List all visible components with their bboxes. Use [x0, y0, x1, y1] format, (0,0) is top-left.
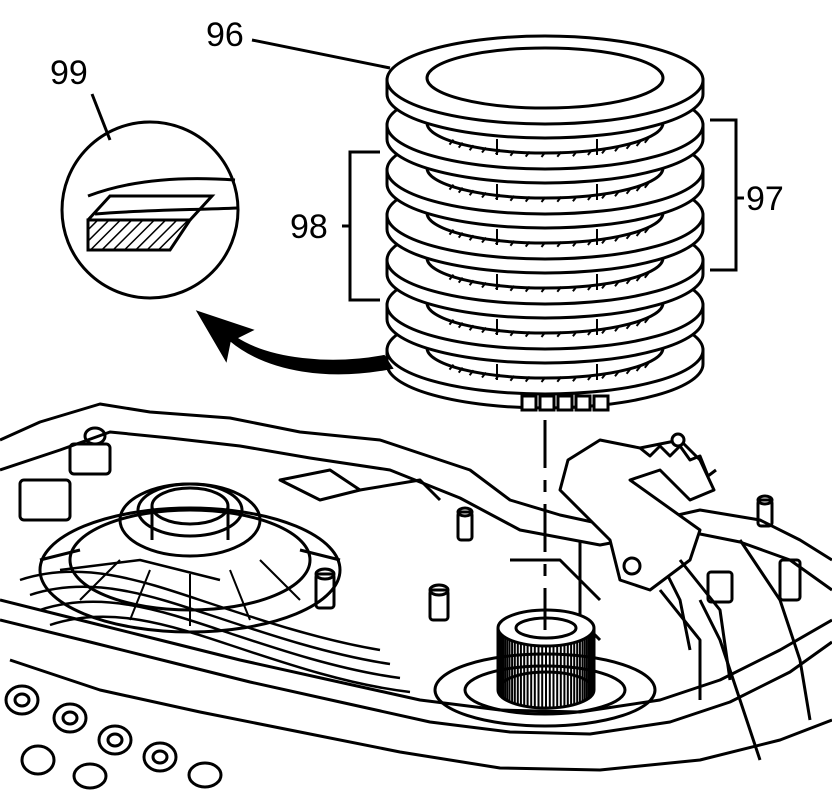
detail-hatched-section	[86, 218, 193, 252]
bearing-housing	[38, 482, 342, 634]
callout-99: 99	[50, 54, 88, 92]
housing-ribs	[79, 559, 301, 626]
clutch-plate-stack	[385, 34, 705, 412]
detail-arrow	[195, 310, 394, 375]
detail-plate-profile	[87, 177, 239, 216]
case-outer-rim	[0, 402, 832, 562]
hub-spline-teeth	[497, 628, 595, 708]
leader-96	[251, 38, 391, 70]
callout-leaders	[90, 38, 744, 302]
callout-97: 97	[746, 180, 784, 218]
bracket-97	[710, 118, 744, 272]
callout-96: 96	[206, 16, 244, 54]
case-bolt-bosses	[4, 684, 223, 790]
clutch-hub	[433, 608, 657, 728]
clutch-plate	[385, 34, 705, 140]
fluid-passages	[19, 558, 411, 694]
bracket-98	[342, 150, 380, 302]
callout-98: 98	[290, 208, 328, 246]
plate-tabs	[520, 394, 610, 412]
case-posts	[314, 494, 802, 622]
plate-section-detail	[60, 120, 240, 300]
leader-99	[90, 93, 112, 141]
detent-lever	[558, 432, 732, 700]
